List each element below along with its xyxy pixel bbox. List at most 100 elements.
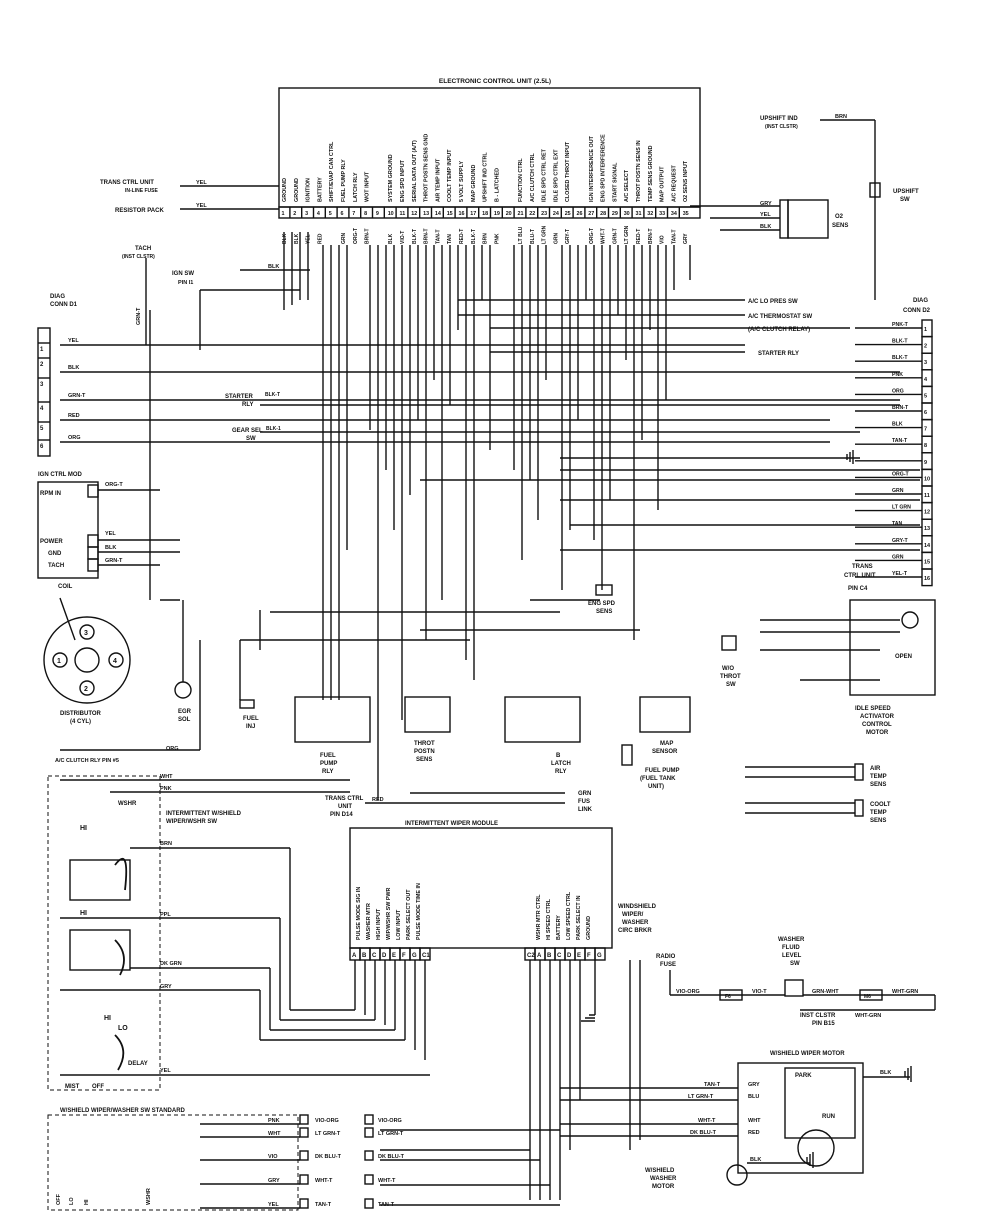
diag-d2-pin-number: 10	[924, 476, 930, 482]
ecu-pin-number: 19	[494, 211, 500, 217]
std-wire-mid: TAN-T	[315, 1202, 332, 1208]
svg-text:TRANS: TRANS	[852, 564, 873, 570]
svg-text:BLK: BLK	[880, 1070, 891, 1076]
svg-text:HI: HI	[80, 825, 87, 832]
ecu-pin-label: WOT INPUT	[365, 171, 371, 202]
diag-d2-pin-number: 2	[924, 344, 927, 350]
svg-text:ORG: ORG	[166, 746, 179, 752]
top-left-labels: TRANS CTRL UNIT IN-LINE FUSE YEL RESISTO…	[100, 180, 310, 350]
svg-text:GND: GND	[48, 551, 62, 557]
diag-d2-wire: YEL-T	[892, 571, 908, 577]
wiper-pin-label: BATTERY	[556, 915, 562, 940]
svg-text:GRY: GRY	[160, 984, 172, 990]
ecu-wire-color: BRN-T	[424, 228, 430, 244]
svg-text:MIST: MIST	[65, 1084, 80, 1090]
map-sensor: MAP SENSOR	[639, 696, 691, 755]
svg-text:FUEL: FUEL	[243, 716, 259, 722]
ecu-pin-number: 10	[388, 211, 394, 217]
ecu-pin-label: GROUND	[282, 178, 288, 202]
ecu-pin-label: THROT POSTN SENS IN	[636, 140, 642, 202]
wiper-conn-pin: A	[537, 953, 542, 959]
svg-text:YEL: YEL	[760, 212, 771, 218]
wiper-motor: W/SHIELD WIPER MOTOR PARK RUN BLK TAN-T …	[560, 1051, 910, 1190]
idle-speed-motor: OPEN IDLE SPEED ACTIVATOR CONTROL MOTOR	[760, 599, 936, 736]
svg-text:SENS: SENS	[596, 609, 612, 615]
svg-text:DIAG: DIAG	[50, 294, 65, 300]
ecu-pin-number: 9	[376, 211, 379, 217]
svg-text:BLK: BLK	[268, 264, 279, 270]
ecu-pin-label: SERIAL DATA OUT (A/T)	[412, 140, 418, 202]
svg-text:RLY: RLY	[555, 769, 566, 775]
ecu-pin-label: TEMP SENS GROUND	[648, 145, 654, 202]
starter-rly-label: STARTER	[225, 394, 254, 400]
module-bottom-wires	[259, 848, 641, 1206]
ecu-pin-label: A/C CLUTCH CTRL	[530, 152, 536, 202]
svg-text:DIAG: DIAG	[913, 298, 928, 304]
diag-d1-pin-number: 2	[40, 362, 44, 368]
wiper-pin-label: HI SPEED CTRL	[546, 898, 552, 940]
diag-d1-wire: ORG	[68, 435, 81, 441]
std-position: LO	[69, 1197, 75, 1205]
upshift-area: UPSHIFT IND (INST CLSTR) BRN UPSHIFT SW …	[690, 114, 919, 300]
ecu-wire-color: GRY	[683, 233, 689, 244]
wiper-conn-pin: B	[547, 953, 552, 959]
ecu-wire-color: GRN	[341, 233, 347, 245]
ecu-title: ELECTRONIC CONTROL UNIT (2.5L)	[439, 78, 551, 85]
svg-text:VIO-ORG: VIO-ORG	[676, 989, 700, 995]
diag-d2-pin-number: 16	[924, 576, 930, 582]
wiper-pin-label: PARK SELECT IN	[576, 895, 582, 940]
svg-text:GRN-T: GRN-T	[105, 558, 123, 564]
std-wire-mid: DK BLU-T	[315, 1154, 342, 1160]
diag-d2-wire: GRN	[892, 488, 904, 494]
svg-text:PNK: PNK	[160, 786, 172, 792]
washer-fluid-area: RADIO FUSE WASHER FLUID LEVEL SW VIO-ORG…	[656, 937, 936, 1027]
svg-text:ENG SPD: ENG SPD	[588, 601, 616, 607]
fuel-inj: FUEL INJ	[239, 699, 259, 730]
ecu-wire-color: VIO-T	[400, 231, 406, 244]
diag-d1-pin-number: 1	[40, 347, 44, 353]
svg-text:WASHER: WASHER	[650, 1176, 677, 1182]
svg-text:BLU: BLU	[748, 1094, 759, 1100]
svg-text:A/C LO PRES SW: A/C LO PRES SW	[748, 299, 798, 305]
svg-text:UPSHIFT: UPSHIFT	[893, 189, 919, 195]
wiper-conn-pin: D	[382, 953, 387, 959]
svg-text:PIN C4: PIN C4	[848, 586, 868, 592]
svg-text:FUEL PUMP: FUEL PUMP	[645, 768, 680, 774]
ecu-pin-label: AIR TEMP INPUT	[435, 158, 441, 202]
diag-d2-wire: LT GRN	[892, 505, 911, 511]
ecu-wire-color: LT BLU	[518, 226, 524, 244]
fuel-tank-unit: FUEL PUMP (FUEL TANK UNIT)	[621, 744, 680, 790]
ecu-pin-number: 30	[624, 211, 630, 217]
svg-text:YEL: YEL	[196, 203, 207, 209]
wiper-pin-label: HIGH INPUT	[376, 908, 382, 940]
svg-text:3: 3	[84, 630, 88, 637]
wiper-conn-pin: F	[587, 953, 591, 959]
ecu-pin-number: 15	[447, 211, 453, 217]
diag-d2-pin-number: 7	[924, 427, 927, 433]
ecu-pin-label: O2 SENS INPUT	[683, 160, 689, 202]
svg-text:HI: HI	[80, 910, 87, 917]
ecu-pin-label: B - LATCHED	[494, 168, 500, 202]
svg-text:POWER: POWER	[40, 539, 63, 545]
ecu-wire-color: TAN-T	[435, 229, 441, 244]
svg-text:TEMP: TEMP	[870, 810, 887, 816]
svg-text:F6: F6	[725, 994, 731, 1000]
svg-text:GRY: GRY	[760, 201, 772, 207]
svg-text:UPSHIFT IND: UPSHIFT IND	[760, 116, 798, 122]
diag-d2-pin-number: 12	[924, 510, 930, 516]
diag-d2-pin-number: 13	[924, 526, 930, 532]
wiper-conn-pin: B	[362, 953, 367, 959]
svg-text:YEL: YEL	[160, 1068, 171, 1074]
svg-text:DK GRN: DK GRN	[160, 961, 182, 967]
wiper-pin-label: LOW INPUT	[396, 909, 402, 940]
diag-d2-pin-number: 6	[924, 410, 927, 416]
svg-text:BLK-1: BLK-1	[266, 426, 281, 432]
svg-text:W/SHIELD: W/SHIELD	[645, 1168, 675, 1174]
ecu-pin-label: A/C REQUEST	[671, 164, 677, 202]
svg-text:OFF: OFF	[92, 1084, 104, 1090]
ecu-wire-color: RED	[317, 233, 323, 244]
ecu-wire-color: GRN	[553, 233, 559, 245]
svg-text:RED: RED	[748, 1130, 760, 1136]
ecu-pin-number: 2	[293, 211, 296, 217]
